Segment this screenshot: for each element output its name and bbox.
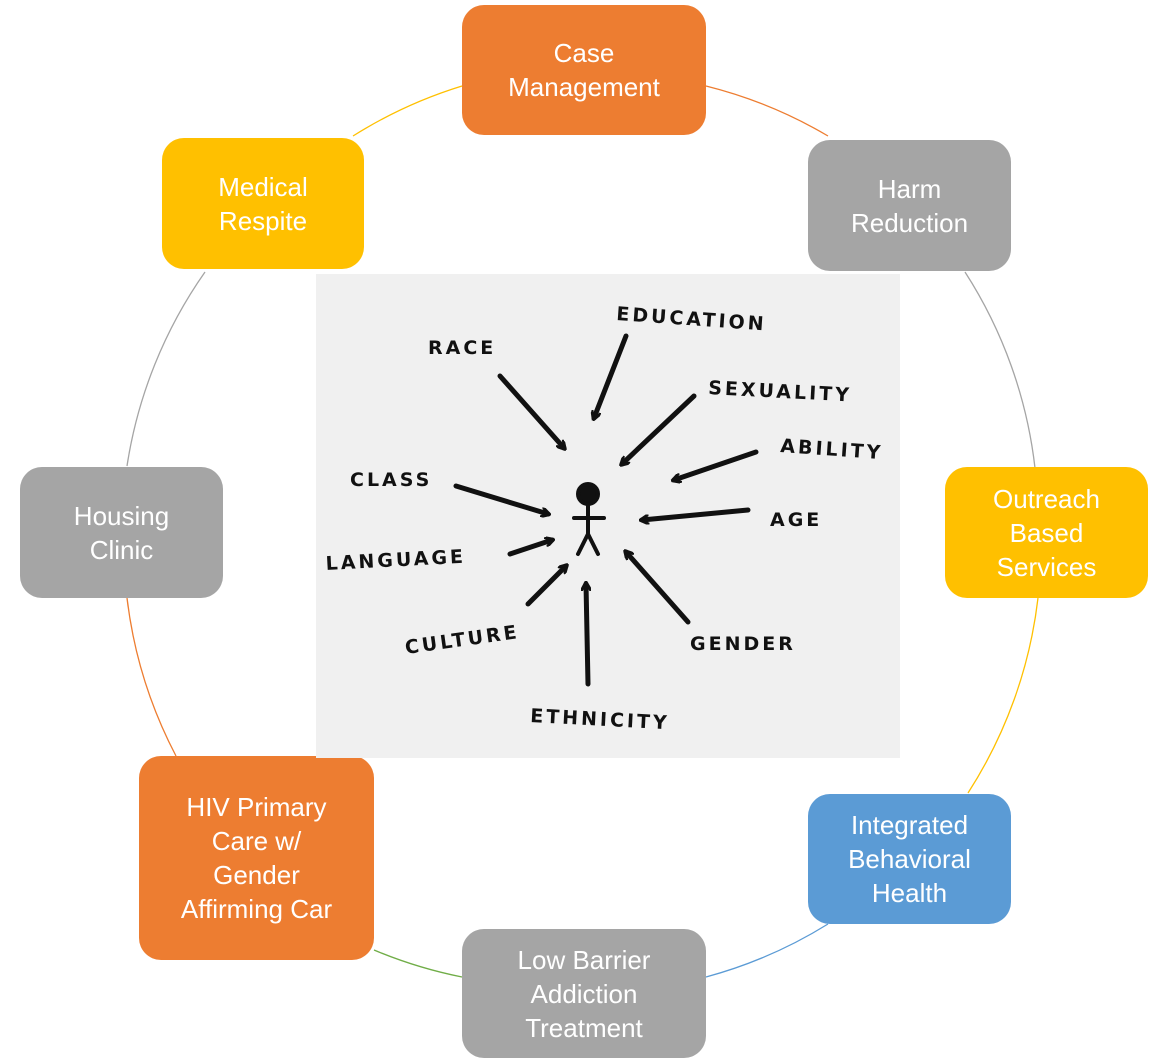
arrow-language [507,540,552,557]
word-language: LANGUAGE [325,546,466,575]
intersectionality-sketch: EDUCATION RACE SEXUALITY ABILITY CLASS A… [316,274,900,758]
arrow-ability [674,449,759,480]
word-ability: ABILITY [780,435,884,464]
arrow-ethnicity [586,584,588,687]
connector-respite-to-case [352,85,463,137]
connector-outreach-to-behavioral [967,597,1039,794]
word-race: RACE [428,337,496,359]
word-gender: GENDER [690,633,796,655]
arrow-class [453,483,548,514]
word-culture: CULTURE [404,621,521,659]
connector-housing-to-respite [126,271,206,467]
arrow-sexuality [622,393,697,464]
sketch-drawing: EDUCATION RACE SEXUALITY ABILITY CLASS A… [325,303,884,734]
node-integrated-behavioral-health: Integrated Behavioral Health [808,794,1011,924]
stick-figure-icon [572,482,606,556]
arrow-education [594,333,629,418]
word-class: CLASS [350,469,432,491]
connector-harm-to-outreach [964,271,1036,469]
arrow-culture [525,566,566,607]
connector-addiction-to-hiv [373,949,463,978]
node-low-barrier-addiction-treatment: Low Barrier Addiction Treatment [462,929,706,1058]
arrow-gender [626,552,691,625]
word-ethnicity: ETHNICITY [530,705,671,734]
node-harm-reduction: Harm Reduction [808,140,1011,271]
word-sexuality: SEXUALITY [708,377,853,406]
arrow-age [642,507,751,520]
node-hiv-primary-care: HIV Primary Care w/ Gender Affirming Car [139,756,374,960]
word-education: EDUCATION [616,303,768,335]
connector-hiv-to-housing [126,597,177,757]
word-age: AGE [770,509,822,531]
node-case-management: Case Management [462,5,706,135]
connector-behavioral-to-addiction [705,923,829,978]
connector-case-to-harm [705,85,829,137]
arrow-race [497,373,564,448]
node-medical-respite: Medical Respite [162,138,364,269]
node-outreach-based-services: Outreach Based Services [945,467,1148,598]
node-housing-clinic: Housing Clinic [20,467,223,598]
